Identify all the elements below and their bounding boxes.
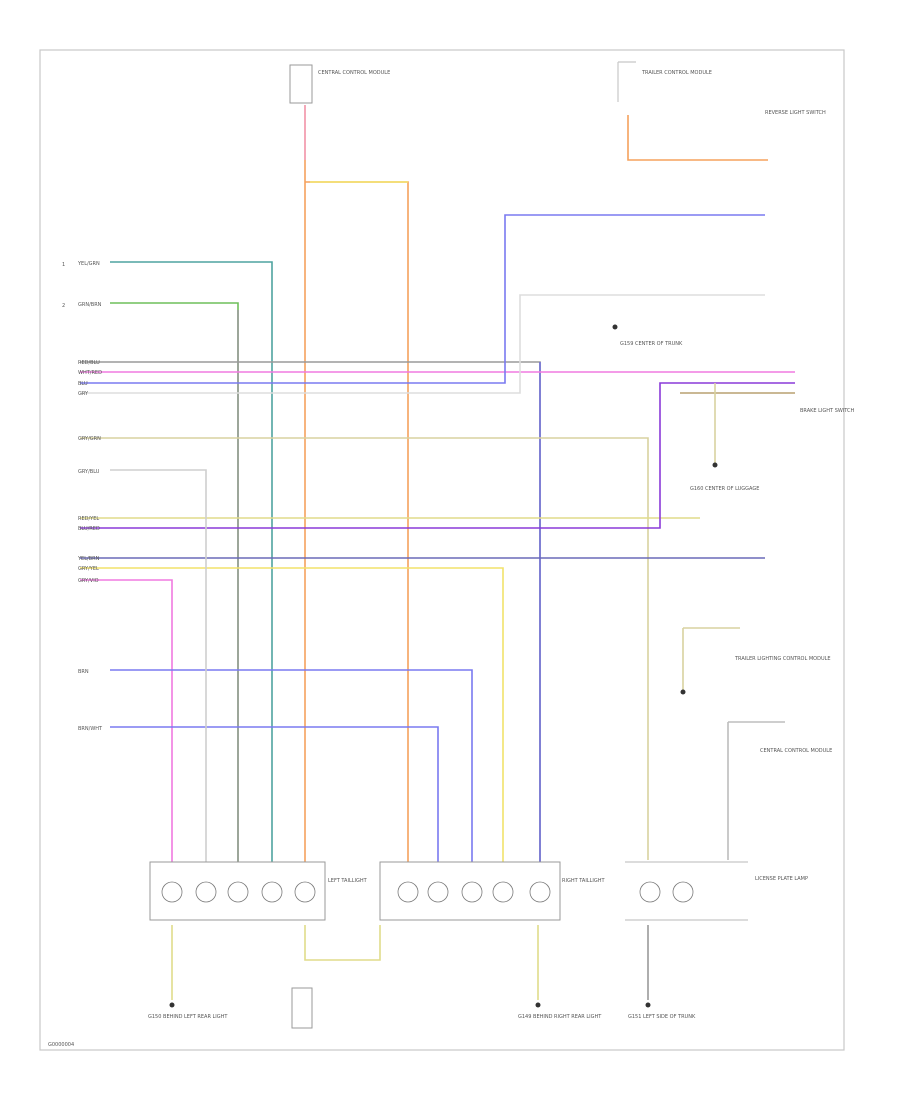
trailer-control-label: TRAILER CONTROL MODULE — [641, 70, 712, 76]
wire-label: GRY/VIO — [78, 578, 99, 584]
bulb-icon — [639, 881, 661, 903]
right-taillight-label: RIGHT TAILLIGHT — [562, 878, 605, 884]
license-lamp-label: LICENSE PLATE LAMP — [755, 876, 808, 882]
trailer-lighting-label: TRAILER LIGHTING CONTROL MODULE — [734, 656, 831, 662]
wire-gray-right — [80, 361, 541, 890]
wire-label: BRN — [78, 669, 89, 675]
wire-yellow-low — [80, 567, 504, 890]
ground-mid-label: G149 BEHIND RIGHT REAR LIGHT — [518, 1014, 602, 1020]
wire-trailer — [682, 627, 740, 690]
bulb-icon — [427, 881, 449, 903]
ground-mid-right-label: G160 CENTER OF LUGGAGE — [690, 486, 759, 492]
wire-green — [110, 302, 239, 890]
central-control-top-box — [289, 64, 313, 104]
brake-switch-label: BRAKE LIGHT SWITCH — [800, 408, 855, 414]
wire-orange-right — [305, 181, 409, 890]
bulb-icon — [195, 881, 217, 903]
left-taillight-label: LEFT TAILLIGHT — [328, 878, 368, 884]
wire-blue-lower — [110, 726, 439, 890]
ground-icon — [169, 1002, 175, 1008]
pin-num: 1 — [62, 262, 65, 268]
wire-bottom-link — [304, 925, 381, 961]
wire-label: GRY/GRN — [78, 436, 101, 442]
bulb-icon — [672, 881, 694, 903]
ground-icon — [535, 1002, 541, 1008]
wire-label: RED/BLU — [78, 360, 100, 366]
ground-icon — [680, 689, 686, 695]
wire-label: BLU — [78, 381, 88, 387]
wire-label: GRN/BRN — [78, 302, 102, 308]
wire-label: WHT/RED — [78, 370, 102, 376]
wire-label: BLU/RED — [78, 526, 100, 532]
wire-blue-up — [80, 214, 765, 384]
wire-orange-top-right — [627, 115, 768, 161]
wire-pink-low — [80, 579, 173, 890]
wire-tan — [80, 437, 649, 860]
bulb-icon — [161, 881, 183, 903]
wire-label: GRY/YEL — [78, 566, 99, 572]
diagram-border — [39, 49, 845, 1051]
wire-label: RED/YEL — [78, 516, 99, 522]
wire-lt-gray — [110, 469, 207, 890]
ground-icon — [645, 1002, 651, 1008]
ground-right-label: G151 LEFT SIDE OF TRUNK — [628, 1014, 696, 1020]
wire-purple — [80, 382, 795, 529]
wires — [80, 105, 795, 1000]
wire-cc — [727, 721, 785, 860]
wire-blue-low — [110, 669, 473, 890]
right-taillight: RIGHT TAILLIGHT — [379, 861, 605, 921]
ground-icon — [612, 324, 618, 330]
left-wire-labels: 1 YEL/GRN 2 GRN/BRN RED/BLU WHT/RED BLU … — [62, 261, 103, 732]
ground-left-label: G150 BEHIND LEFT REAR LIGHT — [148, 1014, 228, 1020]
pin-num: 2 — [62, 303, 65, 309]
bulb-icon — [529, 881, 551, 903]
figure-code: G0000004 — [48, 1042, 74, 1048]
wire-label: GRY/BLU — [78, 469, 100, 475]
bottom-module-box — [291, 987, 313, 1029]
central-control-top-label: CENTRAL CONTROL MODULE — [318, 70, 390, 76]
bulb-icon — [492, 881, 514, 903]
bulb-icon — [261, 881, 283, 903]
license-lamp: LICENSE PLATE LAMP — [625, 861, 808, 921]
central-control-label: CENTRAL CONTROL MODULE — [760, 748, 832, 754]
wire-gray-up — [80, 294, 765, 394]
bulb-icon — [294, 881, 316, 903]
reverse-switch-label: REVERSE LIGHT SWITCH — [765, 110, 826, 116]
left-taillight: LEFT TAILLIGHT — [149, 861, 368, 921]
wire-label: GRY — [78, 391, 89, 397]
wire-label: BRN/WHT — [78, 726, 103, 732]
bulb-icon — [461, 881, 483, 903]
ground-icon — [712, 462, 718, 468]
bulb-icon — [227, 881, 249, 903]
ground-upper-label: G159 CENTER OF TRUNK — [620, 341, 683, 347]
wire-label: YEL/GRN — [77, 261, 100, 267]
bulb-icon — [397, 881, 419, 903]
wire-teal — [110, 261, 273, 890]
wire-label: YEL/BRN — [77, 556, 100, 562]
